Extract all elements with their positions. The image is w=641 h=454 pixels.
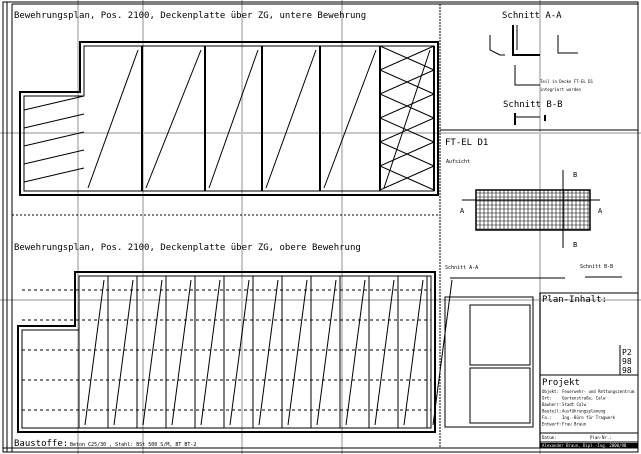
- rebar-diagonal: [113, 279, 134, 426]
- detail-ft-el-d1: FT-EL D1 Aufsicht A A B B Schnitt A-A Sc…: [445, 138, 622, 279]
- rebar-diagonal: [84, 279, 105, 426]
- svg-text:Schnitt A-A: Schnitt A-A: [502, 11, 562, 21]
- svg-text:Schnitt A-A: Schnitt A-A: [445, 265, 478, 271]
- materials-label: Baustoffe:: [14, 439, 68, 449]
- title-row-value: Stadt Calw: [562, 402, 587, 407]
- title-row-label: Entwurf:: [542, 422, 561, 427]
- svg-text:Alexander Braun, Dipl.-Ing. 20: Alexander Braun, Dipl.-Ing. 2000/98: [542, 443, 627, 448]
- rebar-diagonal: [171, 279, 192, 426]
- panel-diagonal: [265, 49, 317, 189]
- svg-text:Aufsicht: Aufsicht: [446, 159, 470, 165]
- rebar-diagonal: [374, 279, 395, 426]
- title-row-label: Objekt:: [542, 389, 559, 394]
- rebar: [23, 149, 85, 165]
- title-block: Plan-Inhalt: P2 98 98 Projekt Objekt:Feu…: [539, 292, 639, 449]
- section-aa: Schnitt A-A Teil in Decke FT-EL D1 integ…: [489, 11, 594, 125]
- rebar-diagonal: [432, 279, 453, 426]
- svg-text:integriert werden: integriert werden: [540, 87, 582, 92]
- x-rebar: [379, 69, 435, 95]
- title-row-value: Ing.-Büro für Tragwerk: [562, 415, 616, 420]
- svg-text:98: 98: [622, 366, 632, 375]
- rebar-diagonal: [258, 279, 279, 426]
- rebar-diagonal: [287, 279, 308, 426]
- rebar: [23, 95, 85, 111]
- x-rebar: [379, 165, 435, 191]
- panel-diagonal: [145, 49, 202, 189]
- svg-text:B: B: [573, 171, 577, 179]
- svg-text:P2: P2: [622, 348, 632, 357]
- rebar: [23, 167, 85, 183]
- title-row-label: Fa.:: [542, 415, 552, 420]
- rebar: [23, 131, 85, 147]
- rebar-diagonal: [316, 279, 337, 426]
- svg-text:Schnitt B-B: Schnitt B-B: [580, 264, 613, 270]
- svg-text:98: 98: [622, 357, 632, 366]
- rebar-diagonal: [200, 279, 221, 426]
- svg-text:Teil in Decke FT-EL D1: Teil in Decke FT-EL D1: [540, 79, 594, 84]
- rebar-diagonal: [142, 279, 163, 426]
- x-rebar: [379, 45, 435, 71]
- title-row-label: Bauherr:: [542, 402, 561, 407]
- svg-text:Projekt: Projekt: [542, 378, 580, 388]
- svg-text:Plan-Inhalt:: Plan-Inhalt:: [542, 295, 607, 305]
- svg-text:A: A: [460, 207, 465, 215]
- svg-text:FT-EL D1: FT-EL D1: [445, 138, 488, 148]
- panel-diagonal: [208, 49, 259, 189]
- rebar-diagonal: [229, 279, 250, 426]
- rebar: [23, 113, 85, 129]
- bottom-plan: [17, 271, 453, 433]
- materials-value: Beton C25/30 , Stahl: BSt 500 S/M, BT BT…: [70, 442, 196, 448]
- top-plan: [19, 41, 439, 196]
- svg-text:A: A: [598, 207, 603, 215]
- sheet-overview: [444, 296, 534, 428]
- svg-text:Schnitt B-B: Schnitt B-B: [503, 100, 563, 110]
- title-row-value: Ausführungsplanung: [562, 409, 606, 414]
- panel-diagonal: [87, 49, 139, 189]
- bottom-plan-title: Bewehrungsplan, Pos. 2100, Deckenplatte …: [14, 243, 361, 253]
- panel-diagonal: [383, 49, 431, 189]
- rebar-diagonal: [345, 279, 366, 426]
- title-row-value: Feuerwehr- und Rettungszentrum: [562, 389, 635, 394]
- panel-diagonal: [323, 49, 377, 189]
- title-row-label: Bauteil:: [542, 409, 561, 414]
- x-rebar: [379, 141, 435, 167]
- svg-text:Datum:: Datum:: [542, 435, 556, 440]
- svg-text:Plan-Nr.:: Plan-Nr.:: [590, 435, 612, 440]
- rebar-diagonal: [403, 279, 424, 426]
- x-rebar: [379, 117, 435, 143]
- svg-text:B: B: [573, 241, 577, 249]
- title-row-label: Ort:: [542, 396, 552, 401]
- top-plan-title: Bewehrungsplan, Pos. 2100, Deckenplatte …: [14, 11, 366, 21]
- title-row-value: Gartenstraße, Calw: [562, 396, 606, 401]
- x-rebar: [379, 93, 435, 119]
- title-row-value: Frau Braun: [562, 422, 587, 427]
